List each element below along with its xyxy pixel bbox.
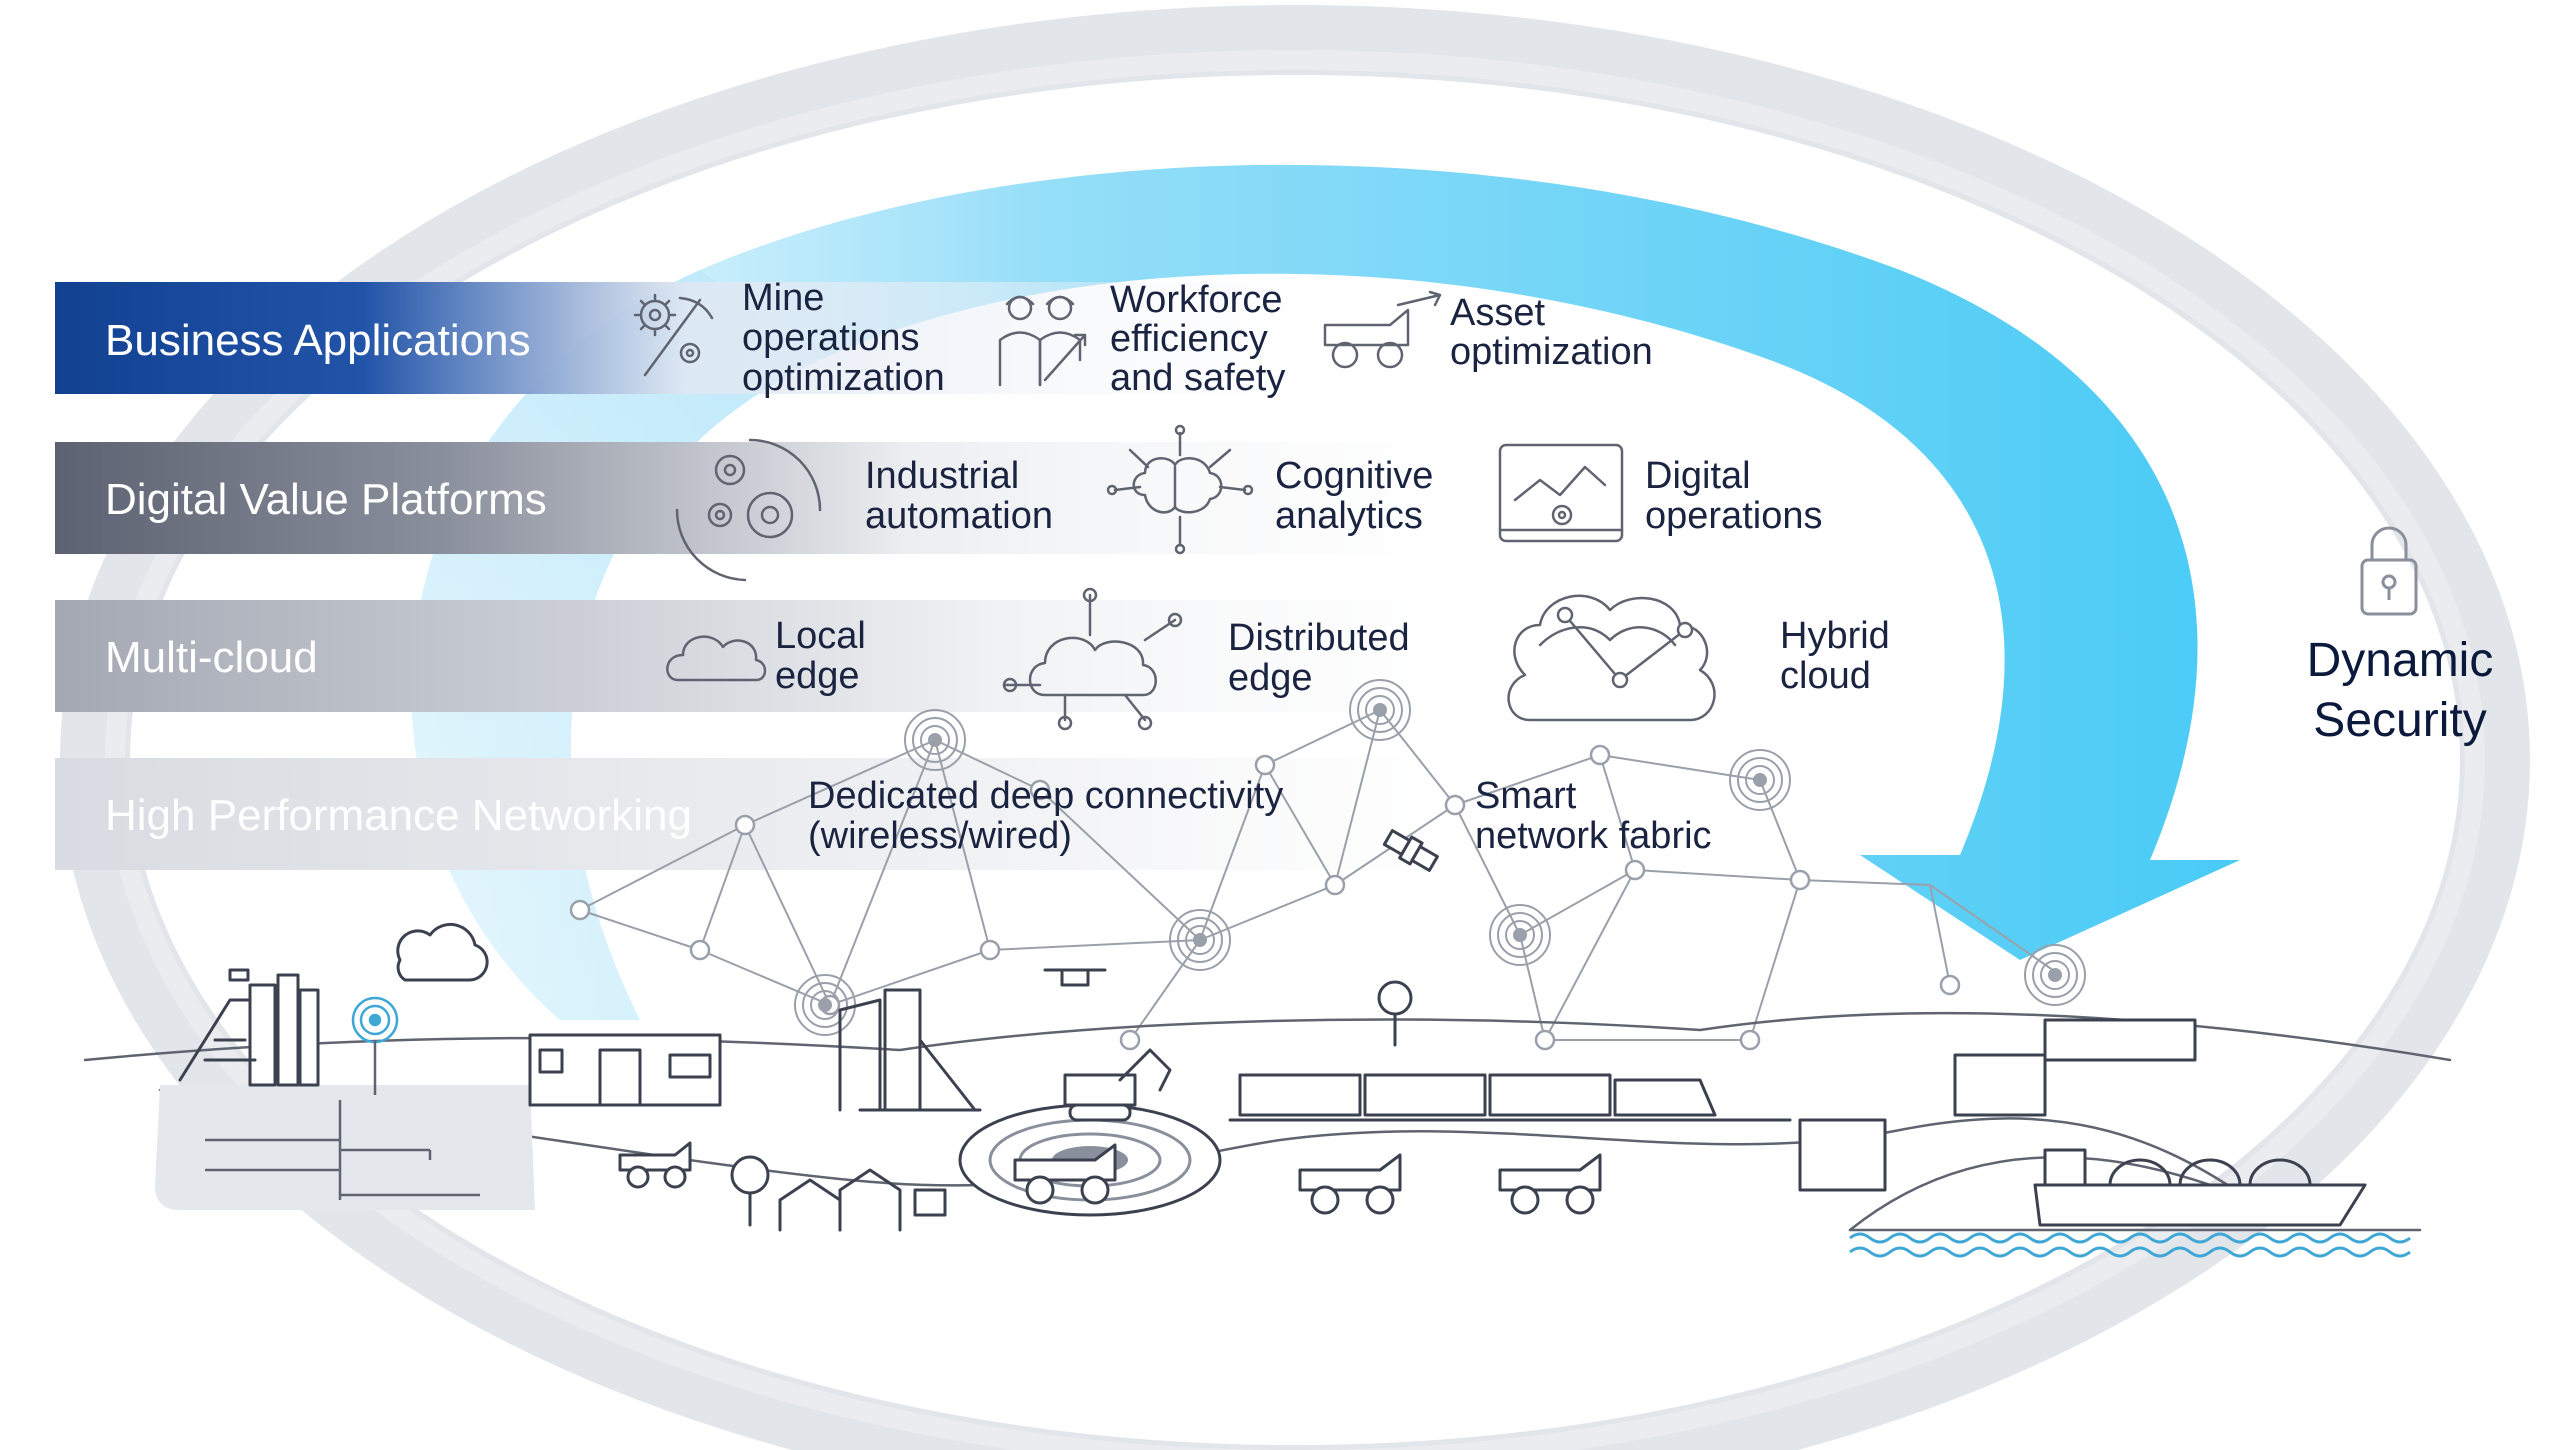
satellite bbox=[1382, 829, 1439, 872]
signal-towers bbox=[794, 679, 2086, 1036]
dynamic-security-label: Dynamic Security bbox=[2307, 634, 2494, 747]
industrial-line1: Industrial bbox=[865, 455, 1019, 497]
dump-truck-pit bbox=[1013, 1143, 1117, 1205]
industrial-label: Industrial automation bbox=[865, 455, 1053, 537]
small-cloud bbox=[396, 922, 489, 982]
digital-ops-label: Digital operations bbox=[1645, 455, 1822, 537]
dump-truck-2 bbox=[1498, 1153, 1602, 1215]
mine-ops-line3: optimization bbox=[742, 357, 945, 399]
hybrid-line2: cloud bbox=[1780, 655, 1871, 697]
dump-truck-icon bbox=[1323, 290, 1442, 369]
band-label-networking: High Performance Networking bbox=[105, 791, 692, 840]
smart-line1: Smart bbox=[1475, 775, 1577, 817]
smart-fabric-label: Smart network fabric bbox=[1475, 775, 1712, 857]
band-label-multicloud: Multi-cloud bbox=[105, 633, 318, 682]
distributed-line2: edge bbox=[1228, 657, 1313, 699]
cloud-icon bbox=[666, 635, 767, 682]
excavator bbox=[1063, 1048, 1172, 1122]
landscape bbox=[83, 1011, 2452, 1232]
band-business-applications: Business Applications bbox=[55, 282, 1455, 394]
dump-truck-small bbox=[618, 1141, 692, 1189]
gears-cycle-icon bbox=[675, 438, 822, 582]
network-nodes bbox=[569, 744, 1961, 1051]
brain-network-icon bbox=[1106, 424, 1254, 555]
distributed-line1: Distributed bbox=[1228, 617, 1410, 659]
workforce-line2: efficiency bbox=[1110, 318, 1268, 360]
hybrid-cloud-icon bbox=[1507, 594, 1716, 722]
drone bbox=[1043, 968, 1107, 987]
smart-line2: network fabric bbox=[1475, 815, 1712, 857]
workers-icon bbox=[998, 295, 1087, 387]
security-line2: Security bbox=[2313, 694, 2486, 747]
band-networking: High Performance Networking bbox=[55, 758, 1605, 870]
asset-line1: Asset bbox=[1450, 292, 1545, 334]
cognitive-line1: Cognitive bbox=[1275, 455, 1433, 497]
digital-ops-line1: Digital bbox=[1645, 455, 1751, 497]
antenna-tower-left bbox=[351, 996, 399, 1095]
network-mesh bbox=[579, 709, 2061, 1041]
mine-ops-line1: Mine bbox=[742, 277, 824, 319]
band-multi-cloud: Multi-cloud bbox=[55, 600, 1605, 712]
distributed-edge-label: Distributed edge bbox=[1228, 617, 1410, 699]
mine-ops-line2: operations bbox=[742, 317, 919, 359]
monitor-chart-icon bbox=[1498, 443, 1624, 543]
pickaxe-gears-icon bbox=[633, 293, 714, 377]
control-building bbox=[528, 1033, 722, 1107]
ship bbox=[2033, 1148, 2367, 1227]
security-line1: Dynamic bbox=[2307, 634, 2494, 687]
digital-ops-line2: operations bbox=[1645, 495, 1822, 537]
tree bbox=[730, 980, 1413, 1227]
band-label-platforms: Digital Value Platforms bbox=[105, 475, 547, 524]
local-edge-line1: Local bbox=[775, 615, 866, 657]
hybrid-line1: Hybrid bbox=[1780, 615, 1890, 657]
workforce-label: Workforce efficiency and safety bbox=[1110, 279, 1285, 399]
workforce-line3: and safety bbox=[1110, 357, 1285, 399]
lock-icon bbox=[2360, 526, 2418, 616]
asset-line2: optimization bbox=[1450, 331, 1653, 373]
asset-label: Asset optimization bbox=[1450, 292, 1653, 373]
processing-plant-mid bbox=[838, 988, 982, 1112]
train bbox=[1228, 1073, 1792, 1122]
mine-ops-label: Mine operations optimization bbox=[742, 277, 945, 399]
right-buildings bbox=[1798, 1018, 2197, 1192]
cognitive-line2: analytics bbox=[1275, 495, 1423, 537]
cloud-network-icon bbox=[1002, 587, 1183, 731]
underground-network bbox=[205, 1100, 480, 1200]
dedicated-line1: Dedicated deep connectivity bbox=[808, 775, 1283, 817]
dedicated-line2: (wireless/wired) bbox=[808, 815, 1072, 857]
workforce-line1: Workforce bbox=[1110, 279, 1282, 321]
processing-plant-left bbox=[178, 968, 320, 1087]
cognitive-label: Cognitive analytics bbox=[1275, 455, 1433, 537]
hybrid-cloud-label: Hybrid cloud bbox=[1780, 615, 1890, 697]
houses bbox=[778, 1168, 947, 1232]
local-edge-label: Local edge bbox=[775, 615, 866, 697]
local-edge-line2: edge bbox=[775, 655, 860, 697]
water bbox=[1849, 1232, 2411, 1258]
dump-truck-1 bbox=[1298, 1153, 1402, 1215]
industrial-line2: automation bbox=[865, 495, 1053, 537]
band-label-business: Business Applications bbox=[105, 316, 531, 365]
dedicated-connectivity-label: Dedicated deep connectivity (wireless/wi… bbox=[808, 775, 1283, 857]
band-digital-value-platforms: Digital Value Platforms bbox=[55, 442, 1605, 554]
